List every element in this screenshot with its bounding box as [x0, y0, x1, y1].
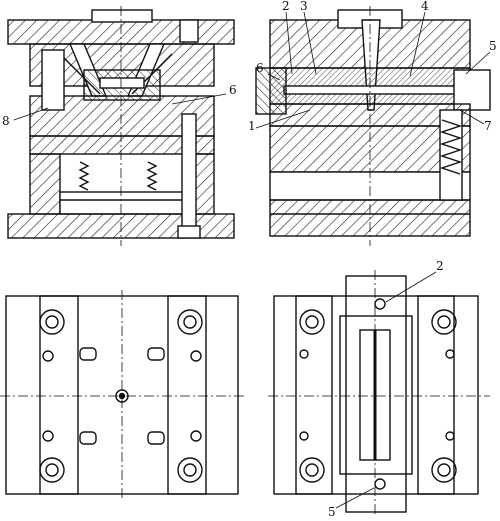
leader-lines-right	[255, 11, 491, 129]
plan-view-right	[268, 270, 490, 516]
label-tr-7: 7	[484, 119, 492, 133]
plan-view-left	[0, 290, 244, 500]
leader-lines-left	[13, 93, 227, 121]
label-tl-8: 8	[2, 114, 10, 128]
label-br-5: 5	[328, 505, 336, 519]
label-tr-1: 1	[248, 119, 256, 133]
label-br-2: 2	[436, 259, 444, 273]
section-view-right	[255, 6, 491, 246]
label-tr-3: 3	[300, 0, 308, 13]
label-tr-2: 2	[282, 0, 290, 13]
label-tr-6: 6	[256, 61, 264, 75]
label-tr-4: 4	[421, 0, 429, 13]
label-tr-5: 5	[489, 39, 497, 53]
leader-lines-bottom	[335, 271, 437, 509]
label-tl-6: 6	[229, 83, 237, 97]
section-view-left	[7, 6, 235, 246]
